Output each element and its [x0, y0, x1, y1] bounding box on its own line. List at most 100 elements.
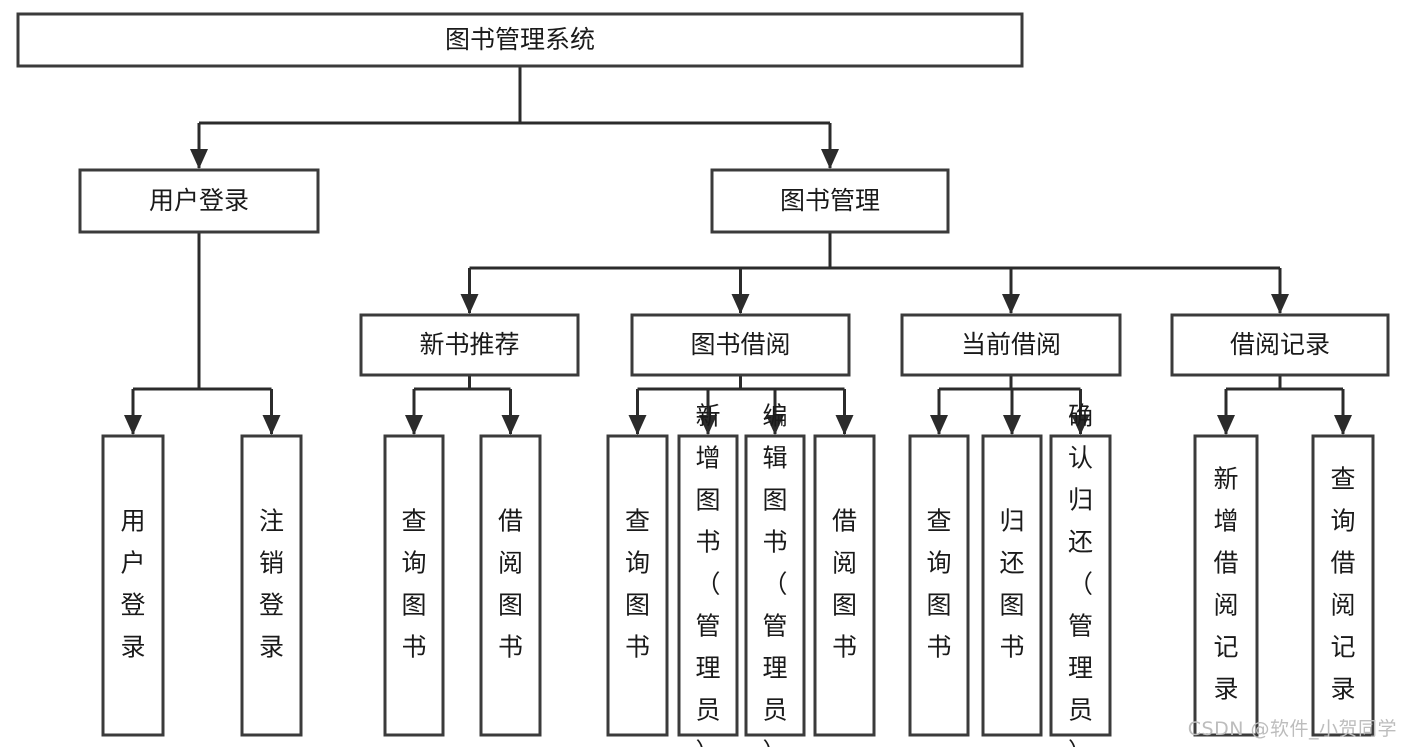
node-newbook[interactable]: 新书推荐: [359, 313, 580, 377]
node-label-char: 还: [999, 549, 1024, 578]
node-label-char: 记: [1213, 633, 1238, 662]
node-bookmgmt[interactable]: 图书管理: [710, 168, 950, 234]
node-label: 图书管理: [780, 186, 880, 215]
arrow-head-icon: [1271, 294, 1289, 314]
node-label-char: 管: [762, 612, 787, 641]
node-label-char: 认: [1068, 444, 1093, 473]
node-label: 新书推荐: [419, 330, 519, 359]
node-box: [1049, 434, 1112, 737]
node-box: [630, 313, 851, 377]
node-box: [16, 12, 1024, 68]
node-label: 用户登录: [149, 186, 249, 215]
node-box: [1311, 434, 1375, 737]
node-label-char: （: [695, 570, 720, 599]
node-label-char: 编: [762, 402, 787, 431]
node-label-char: （: [762, 570, 787, 599]
node-label-char: 管: [1068, 612, 1093, 641]
node-label-char: 借: [1330, 549, 1355, 578]
node-label-char: 图: [999, 591, 1024, 620]
node-label-char: 增: [695, 444, 720, 473]
node-label-char: 书: [498, 633, 523, 662]
node-label-char: 注: [259, 507, 284, 536]
node-boxes: 图书管理系统用户登录图书管理新书推荐图书借阅当前借阅借阅记录用户登录注销登录查询…: [16, 12, 1390, 747]
node-label-char: 图: [498, 591, 523, 620]
node-label-char: ）: [695, 738, 720, 747]
node-label-char: 借: [1213, 549, 1238, 578]
node-label-char: 销: [259, 549, 284, 578]
node-label-char: 查: [926, 507, 951, 536]
node-box: [900, 313, 1122, 377]
node-label-char: 图: [832, 591, 857, 620]
node-label-char: 书: [625, 633, 650, 662]
node-borrow[interactable]: 图书借阅: [630, 313, 851, 377]
node-box: [677, 434, 739, 737]
node-label-char: 阅: [832, 549, 857, 578]
arrow-head-icon: [124, 415, 142, 435]
watermark-text: CSDN @软件_小贺同学: [1187, 718, 1397, 740]
node-label-char: 理: [1068, 654, 1093, 683]
node-root[interactable]: 图书管理系统: [16, 12, 1024, 68]
node-login[interactable]: 用户登录: [78, 168, 320, 234]
node-label-char: 借: [832, 507, 857, 536]
arrow-head-icon: [1334, 415, 1352, 435]
node-label-char: 阅: [1330, 591, 1355, 620]
arrow-head-icon: [930, 415, 948, 435]
node-label: 图书借阅: [690, 330, 790, 359]
node-label-char: 确: [1068, 402, 1093, 431]
node-label: 当前借阅: [961, 330, 1061, 359]
arrow-head-icon: [1217, 415, 1235, 435]
node-leaf1[interactable]: 用户登录: [101, 434, 165, 737]
node-label-char: 询: [926, 549, 951, 578]
node-label-char: 询: [625, 549, 650, 578]
node-label-char: 书: [999, 633, 1024, 662]
arrow-head-icon: [628, 415, 647, 435]
node-label-char: 员: [762, 696, 787, 725]
node-label-char: 归: [1068, 486, 1093, 515]
node-label-char: 图: [695, 486, 720, 515]
arrow-head-icon: [699, 415, 717, 435]
arrow-head-icon: [1003, 415, 1021, 435]
arrow-head-icon: [731, 294, 750, 314]
node-label-char: 录: [120, 633, 145, 662]
node-box: [1193, 434, 1259, 737]
node-label-char: （: [1068, 570, 1093, 599]
node-records[interactable]: 借阅记录: [1170, 313, 1390, 377]
node-box: [1170, 313, 1390, 377]
node-label-char: 登: [259, 591, 284, 620]
node-label-char: 书: [401, 633, 426, 662]
node-box: [479, 434, 542, 737]
arrow-head-icon: [766, 415, 784, 435]
node-current[interactable]: 当前借阅: [900, 313, 1122, 377]
node-label-char: 还: [1068, 528, 1093, 557]
node-box: [383, 434, 445, 737]
node-label-char: ）: [762, 738, 787, 747]
node-label-char: 辑: [762, 444, 787, 473]
node-label-char: 图: [625, 591, 650, 620]
node-box: [908, 434, 970, 737]
node-label-char: 查: [1330, 465, 1355, 494]
node-label: 借阅记录: [1230, 330, 1330, 359]
node-label-char: 图: [762, 486, 787, 515]
node-label-char: 图: [926, 591, 951, 620]
node-box: [359, 313, 580, 377]
node-box: [606, 434, 669, 737]
node-label-char: 管: [695, 612, 720, 641]
node-label-char: 理: [695, 654, 720, 683]
arrow-head-icon: [262, 415, 281, 435]
node-label-char: 阅: [498, 549, 523, 578]
node-label-char: 查: [401, 507, 426, 536]
node-box: [240, 434, 303, 737]
node-label-char: 阅: [1213, 591, 1238, 620]
